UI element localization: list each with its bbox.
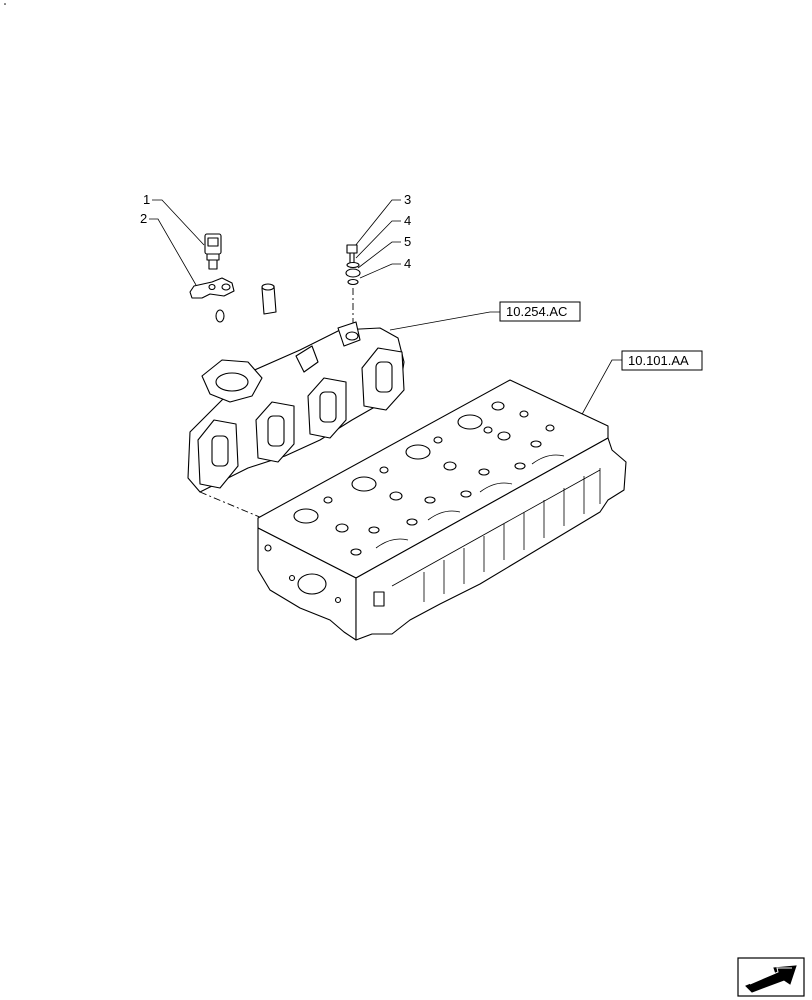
callout-4a[interactable]: 4 xyxy=(355,213,411,259)
callout-5[interactable]: 5 xyxy=(357,234,411,269)
callout-2-leader xyxy=(149,218,197,286)
callout-3[interactable]: 3 xyxy=(354,192,411,247)
callout-2-number: 2 xyxy=(140,211,147,226)
ref-manifold-leader xyxy=(389,311,500,331)
sensor-pipe xyxy=(215,278,351,332)
callout-3-leader xyxy=(354,199,401,247)
ref-box-manifold-frame xyxy=(499,301,581,322)
ref-manifold-label: 10.254.AC xyxy=(506,304,567,319)
runner-port-3 xyxy=(307,377,347,439)
cylinder-head xyxy=(257,379,627,641)
callout-4b-number: 4 xyxy=(404,256,411,271)
ref-cylinder-head-label: 10.101.AA xyxy=(628,353,689,368)
manifold-align-line-1 xyxy=(199,491,263,519)
ref-box-cylinder-head-frame xyxy=(621,350,703,371)
ref-box-cylinder-head[interactable]: 10.101.AA xyxy=(579,350,703,419)
head-top-holes xyxy=(293,401,555,556)
next-page-arrow-icon[interactable] xyxy=(737,957,805,997)
exhaust-manifold xyxy=(187,321,405,493)
callout-1[interactable]: 1 xyxy=(143,192,205,246)
callout-4a-number: 4 xyxy=(404,213,411,228)
runner-port-2 xyxy=(255,401,295,463)
callout-3-number: 3 xyxy=(404,192,411,207)
callout-5-number: 5 xyxy=(404,234,411,249)
callout-1-leader xyxy=(152,199,205,246)
runner-port-1 xyxy=(197,419,239,489)
callout-5-leader xyxy=(357,241,401,269)
banjo-bolt-stack xyxy=(345,244,361,286)
callout-4b-leader xyxy=(359,263,401,279)
mounting-bracket xyxy=(189,277,235,299)
callout-1-number: 1 xyxy=(143,192,150,207)
callout-4b[interactable]: 4 xyxy=(359,256,411,279)
temperature-sensor xyxy=(204,233,222,270)
callout-2[interactable]: 2 xyxy=(140,211,197,286)
ref-box-manifold[interactable]: 10.254.AC xyxy=(389,301,581,331)
ref-cylinder-head-leader xyxy=(579,359,622,419)
callout-4a-leader xyxy=(355,220,401,259)
runner-port-4 xyxy=(361,347,405,411)
corner-mark xyxy=(4,3,6,5)
